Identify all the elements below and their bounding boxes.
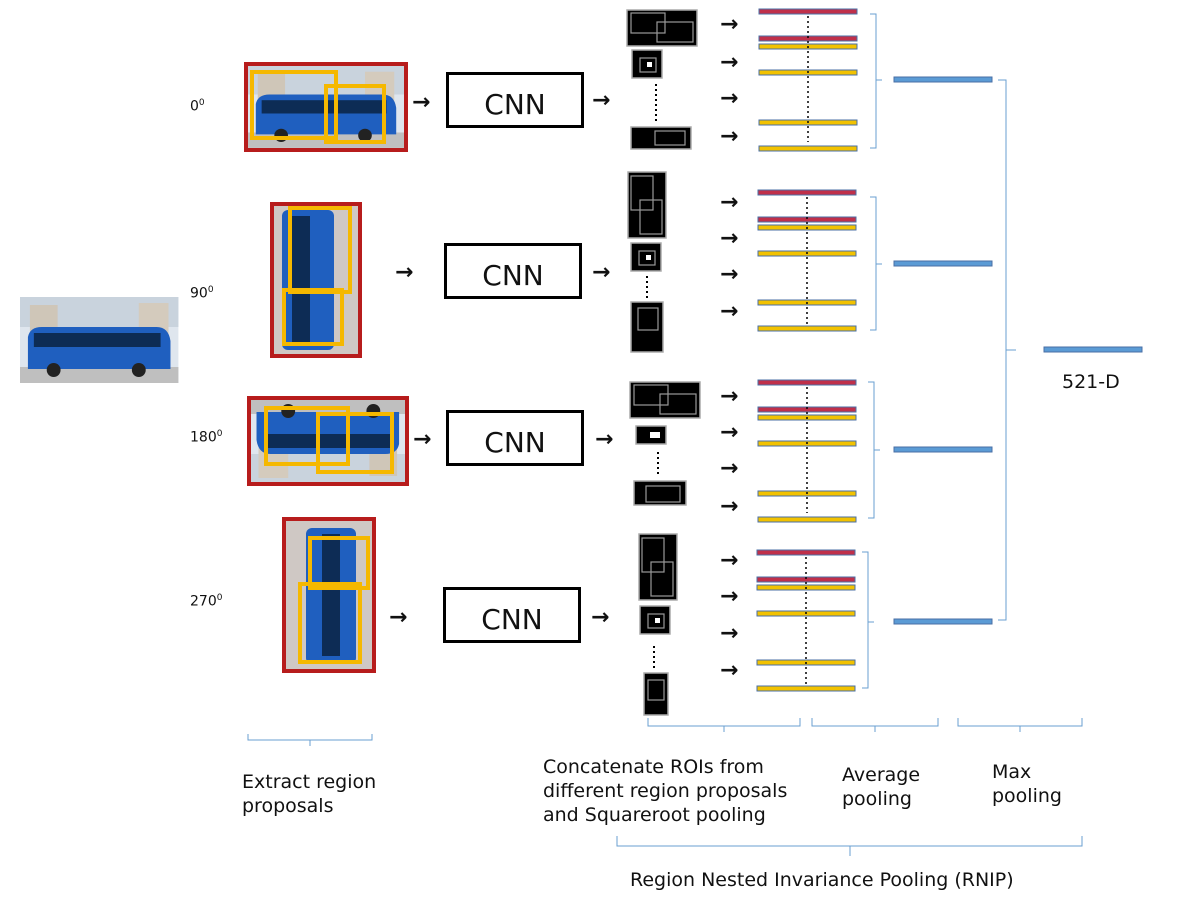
arrow-from-cnn-180: → — [595, 427, 614, 452]
proposal-image-90 — [270, 202, 362, 358]
final-feature-vector — [1043, 346, 1143, 353]
cnn-block-90: CNN — [444, 243, 582, 299]
cnn-block-180: CNN — [446, 410, 584, 466]
arrow-to-cnn-270: → — [389, 605, 408, 630]
roi-stack-90 — [627, 171, 667, 353]
proposal-image-0 — [244, 62, 408, 152]
arrow-roi-270d: → — [720, 658, 739, 683]
label-rnip: Region Nested Invariance Pooling (RNIP) — [630, 869, 1014, 891]
arrow-roi-90c: → — [720, 262, 739, 287]
avg-pool-braces — [862, 13, 882, 689]
arrow-roi-0a: → — [720, 12, 739, 37]
arrow-roi-0c: → — [720, 86, 739, 111]
roi-stack-0 — [626, 9, 698, 150]
arrow-to-cnn-90: → — [395, 260, 414, 285]
arrow-roi-0b: → — [720, 50, 739, 75]
rotation-label-270: 2700 — [190, 593, 223, 610]
label-extract-region-proposals: Extract region proposals — [242, 771, 377, 817]
feature-vectors-180 — [757, 379, 857, 523]
rotation-label-90: 900 — [190, 285, 214, 302]
arrow-roi-180a: → — [720, 384, 739, 409]
avg-pooled-vectors — [893, 76, 993, 625]
bottom-braces — [247, 718, 1083, 856]
arrow-roi-270b: → — [720, 584, 739, 609]
arrow-roi-180c: → — [720, 456, 739, 481]
cnn-block-0: CNN — [446, 72, 584, 128]
rotation-label-0: 00 — [190, 98, 205, 115]
arrow-from-cnn-0: → — [592, 88, 611, 113]
arrow-from-cnn-270: → — [591, 605, 610, 630]
max-pool-brace — [998, 79, 1016, 621]
arrow-from-cnn-90: → — [592, 260, 611, 285]
arrow-roi-270a: → — [720, 548, 739, 573]
feature-vectors-0 — [758, 8, 858, 152]
cnn-block-270: CNN — [443, 587, 581, 643]
rotation-label-180: 1800 — [190, 429, 223, 446]
arrow-to-cnn-180: → — [413, 427, 432, 452]
feature-vectors-90 — [757, 189, 857, 332]
label-max-pooling: Max pooling — [992, 761, 1062, 807]
arrow-roi-90d: → — [720, 299, 739, 324]
roi-stack-270 — [638, 533, 678, 716]
proposal-image-270 — [282, 517, 376, 673]
arrow-roi-180d: → — [720, 494, 739, 519]
arrow-roi-90a: → — [720, 190, 739, 215]
arrow-roi-0d: → — [720, 124, 739, 149]
feature-vectors-270 — [756, 549, 856, 692]
proposal-image-180 — [247, 396, 409, 486]
arrow-roi-90b: → — [720, 226, 739, 251]
label-average-pooling: Average pooling — [842, 764, 921, 810]
arrow-roi-270c: → — [720, 621, 739, 646]
roi-stack-180 — [629, 381, 701, 506]
arrow-to-cnn-0: → — [412, 90, 431, 115]
input-bus-image — [20, 297, 179, 383]
arrow-roi-180b: → — [720, 420, 739, 445]
output-dimension-label: 521-D — [1062, 371, 1120, 393]
label-concatenate-rois: Concatenate ROIs from different region p… — [543, 756, 788, 826]
